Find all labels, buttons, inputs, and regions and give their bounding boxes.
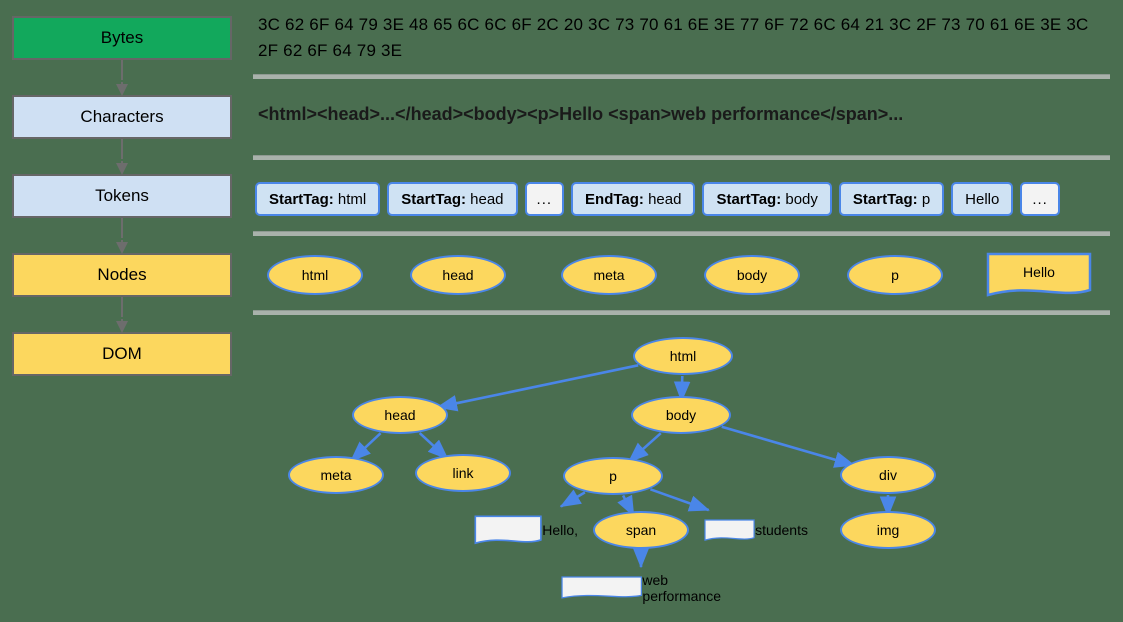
tree-node-element[interactable]: body <box>631 396 731 434</box>
node-text-document[interactable]: Hello <box>986 252 1092 298</box>
separator-line <box>253 310 1110 315</box>
stage-box-nodes: Nodes <box>12 253 232 297</box>
node-ellipse[interactable]: body <box>704 255 800 295</box>
token-chip[interactable]: StartTag: p <box>838 182 945 216</box>
token-value: html <box>337 190 367 208</box>
tree-node-element[interactable]: html <box>633 337 733 375</box>
tree-node-label: Hello, <box>542 522 578 538</box>
token-kind: StartTag: <box>401 190 471 208</box>
separator-line <box>253 231 1110 236</box>
stage-label-dom: DOM <box>102 344 142 363</box>
token-kind: StartTag: <box>269 190 338 208</box>
tree-node-element[interactable]: img <box>840 511 936 549</box>
pipeline-arrow-icon <box>116 218 128 254</box>
pipeline-arrow-icon <box>116 60 128 96</box>
tree-node-element[interactable]: p <box>563 457 663 495</box>
node-ellipse[interactable]: meta <box>561 255 657 295</box>
stage-label-tokens: Tokens <box>95 186 149 205</box>
tree-node-text[interactable]: students <box>704 507 808 553</box>
node-ellipse[interactable]: html <box>267 255 363 295</box>
tree-edge <box>436 364 639 412</box>
tree-node-text[interactable]: web performance <box>561 565 721 611</box>
token-kind: StartTag: <box>716 190 786 208</box>
separator-line <box>253 74 1110 79</box>
node-ellipse[interactable]: head <box>410 255 506 295</box>
stage-box-dom: DOM <box>12 332 232 376</box>
token-chip[interactable]: ... <box>524 182 565 216</box>
stage-label-characters: Characters <box>80 107 164 126</box>
tree-node-label: web performance <box>642 572 721 604</box>
token-value: body <box>785 190 818 208</box>
pipeline-arrow-icon <box>116 297 128 333</box>
node-ellipse[interactable]: p <box>847 255 943 295</box>
token-chip[interactable]: EndTag: head <box>571 182 696 216</box>
tree-node-element[interactable]: div <box>840 456 936 494</box>
stage-box-characters: Characters <box>12 95 232 139</box>
tree-edge <box>627 432 662 463</box>
stage-label-nodes: Nodes <box>97 265 147 284</box>
characters-markup-text: <html><head>...</head><body><p>Hello <sp… <box>258 104 904 124</box>
token-value: ... <box>536 190 553 208</box>
token-chip[interactable]: StartTag: head <box>387 182 518 216</box>
tree-node-element[interactable]: head <box>352 396 448 434</box>
tree-node-element[interactable]: meta <box>288 456 384 494</box>
pipeline-arrow-icon <box>116 139 128 175</box>
tree-node-element[interactable]: link <box>415 454 511 492</box>
stage-box-bytes: Bytes <box>12 16 232 60</box>
tree-edge <box>649 488 710 512</box>
token-chip[interactable]: StartTag: body <box>702 182 832 216</box>
token-value: Hello <box>965 190 1000 208</box>
token-chip[interactable]: StartTag: html <box>255 182 381 216</box>
token-chip[interactable]: Hello <box>951 182 1014 216</box>
token-value: head <box>470 190 504 208</box>
token-value: p <box>921 190 931 208</box>
token-kind: EndTag: <box>585 190 649 208</box>
stage-box-tokens: Tokens <box>12 174 232 218</box>
token-value: head <box>648 190 682 208</box>
token-chip[interactable]: ... <box>1020 182 1060 216</box>
tree-node-text[interactable]: Hello, <box>474 507 578 553</box>
bytes-hex-text: 3C 62 6F 64 79 3E 48 65 6C 6C 6F 2C 20 3… <box>258 15 1089 60</box>
tree-node-label: students <box>755 522 808 538</box>
separator-line <box>253 155 1110 160</box>
stage-label-bytes: Bytes <box>100 28 144 47</box>
token-kind: StartTag: <box>852 190 922 208</box>
tree-edge <box>721 425 856 468</box>
node-label: Hello <box>1023 264 1055 280</box>
tree-node-element[interactable]: span <box>593 511 689 549</box>
token-value: ... <box>1032 190 1048 208</box>
tree-edge <box>559 489 586 508</box>
